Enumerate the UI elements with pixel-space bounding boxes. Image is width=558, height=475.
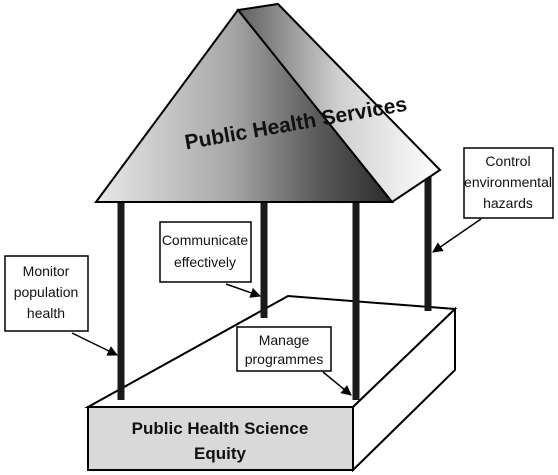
callout-communicate-line2: effectively: [174, 254, 236, 270]
base-label-line1: Public Health Science: [132, 419, 309, 438]
callout-monitor-line1: Monitor: [23, 263, 70, 279]
callout-manage-line2: programmes: [245, 351, 324, 367]
callout-monitor-line2: population: [14, 284, 79, 300]
callout-communicate-line1: Communicate: [162, 232, 249, 248]
callout-communicate: Communicate effectively: [159, 221, 261, 298]
callout-control-line2: environmental: [464, 174, 552, 190]
callout-control-arrow: [432, 218, 482, 253]
callout-manage-box: [236, 326, 332, 372]
base-label-line2: Equity: [194, 444, 246, 463]
callout-control: Control environmental hazards: [432, 147, 554, 253]
callout-manage-arrow: [322, 371, 352, 396]
callout-monitor: Monitor population health: [4, 255, 118, 356]
callout-communicate-arrow: [225, 283, 261, 298]
callout-control-line3: hazards: [483, 195, 533, 211]
callout-manage: Manage programmes: [236, 326, 352, 396]
callout-monitor-box: [4, 255, 89, 332]
platform-front-face: [87, 406, 354, 471]
callout-communicate-box: [159, 221, 252, 283]
platform: Public Health Science Equity: [84, 294, 458, 473]
callout-monitor-line3: health: [27, 305, 65, 321]
roof: Public Health Services: [94, 2, 442, 204]
callout-monitor-arrow: [71, 332, 118, 356]
callout-manage-line1: Manage: [259, 332, 310, 348]
callout-control-line1: Control: [485, 153, 530, 169]
roof-front-face: [94, 8, 395, 203]
pillars: [117, 173, 432, 400]
callout-control-box: [463, 147, 554, 219]
